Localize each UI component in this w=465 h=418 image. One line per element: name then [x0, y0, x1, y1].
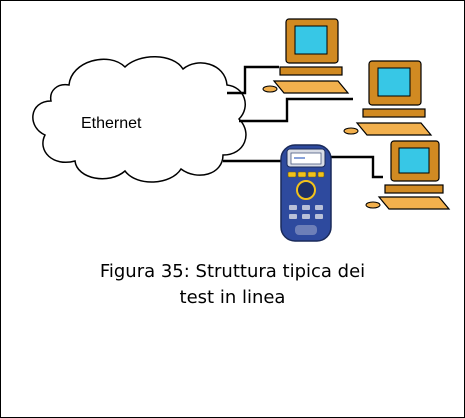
cables: [223, 65, 383, 179]
computer-3: [365, 140, 451, 210]
cable-2: [239, 97, 353, 123]
network-cloud: [32, 56, 247, 183]
ethernet-label: Ethernet: [81, 115, 142, 132]
caption-line-1: Figura 35: Struttura tipica dei: [99, 261, 366, 282]
handheld-tester: [280, 144, 332, 242]
figure-caption: Figura 35: Struttura tipica dei test in …: [1, 259, 464, 311]
computer-2: [343, 60, 433, 136]
cable-1: [227, 65, 279, 95]
caption-line-2: test in linea: [179, 287, 286, 308]
cable-4: [331, 155, 383, 179]
computer-1: [262, 18, 350, 94]
